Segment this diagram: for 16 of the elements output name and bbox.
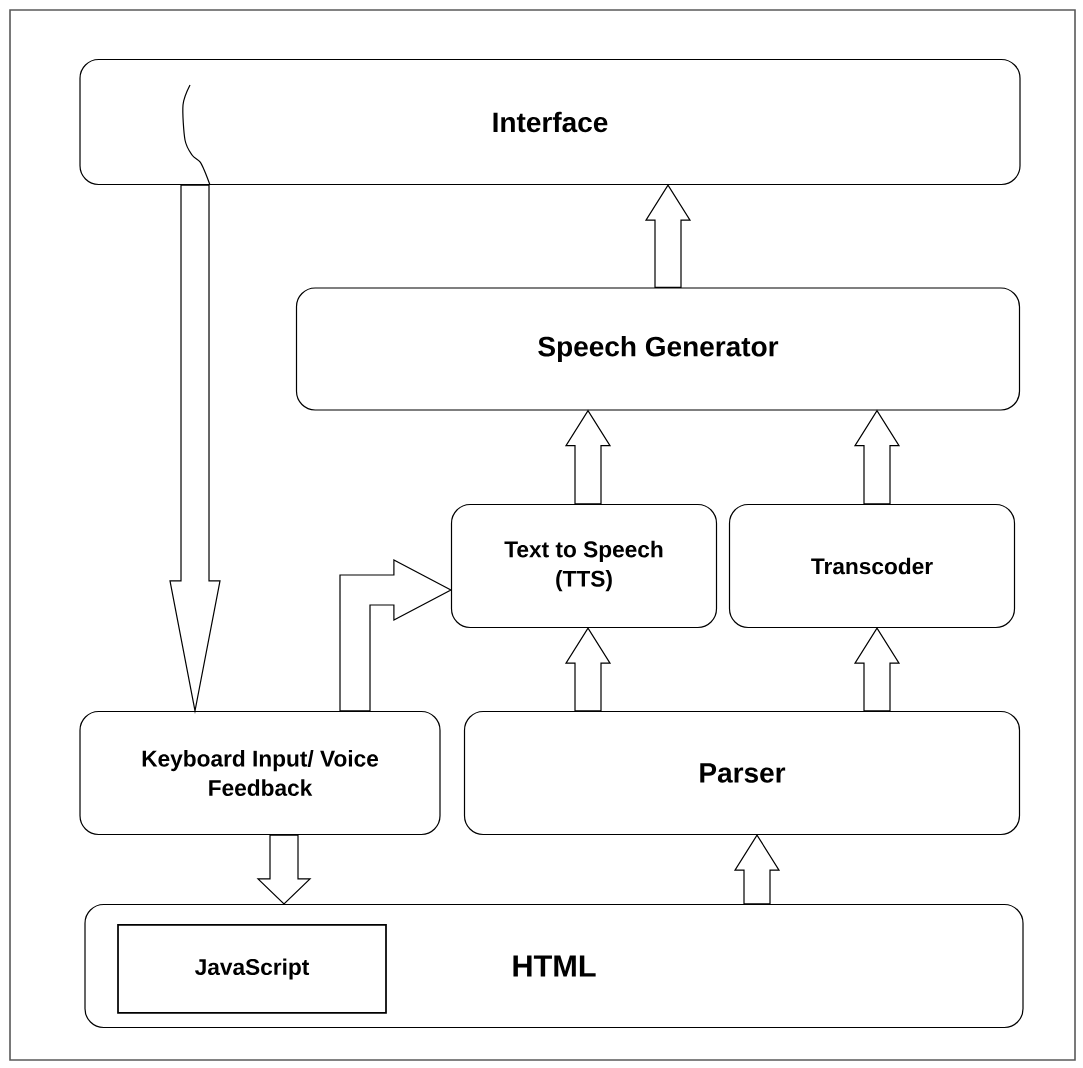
block-arrow <box>169 184 221 715</box>
process-box: Parser <box>463 710 1021 836</box>
process-box: Speech Generator <box>295 287 1021 411</box>
block-arrow <box>644 183 692 288</box>
inner-box: JavaScript <box>117 924 387 1014</box>
process-box: Transcoder <box>728 503 1016 629</box>
process-box: Keyboard Input/ Voice Feedback <box>79 710 441 836</box>
block-arrow <box>733 833 781 905</box>
process-box: Interface <box>79 58 1021 186</box>
block-arrow <box>853 409 901 505</box>
block-arrow <box>853 626 901 712</box>
process-box: Text to Speech (TTS) <box>450 503 718 629</box>
block-arrow <box>256 834 312 905</box>
block-arrow <box>564 626 612 712</box>
block-arrow <box>564 409 612 505</box>
block-arrow <box>339 559 453 712</box>
